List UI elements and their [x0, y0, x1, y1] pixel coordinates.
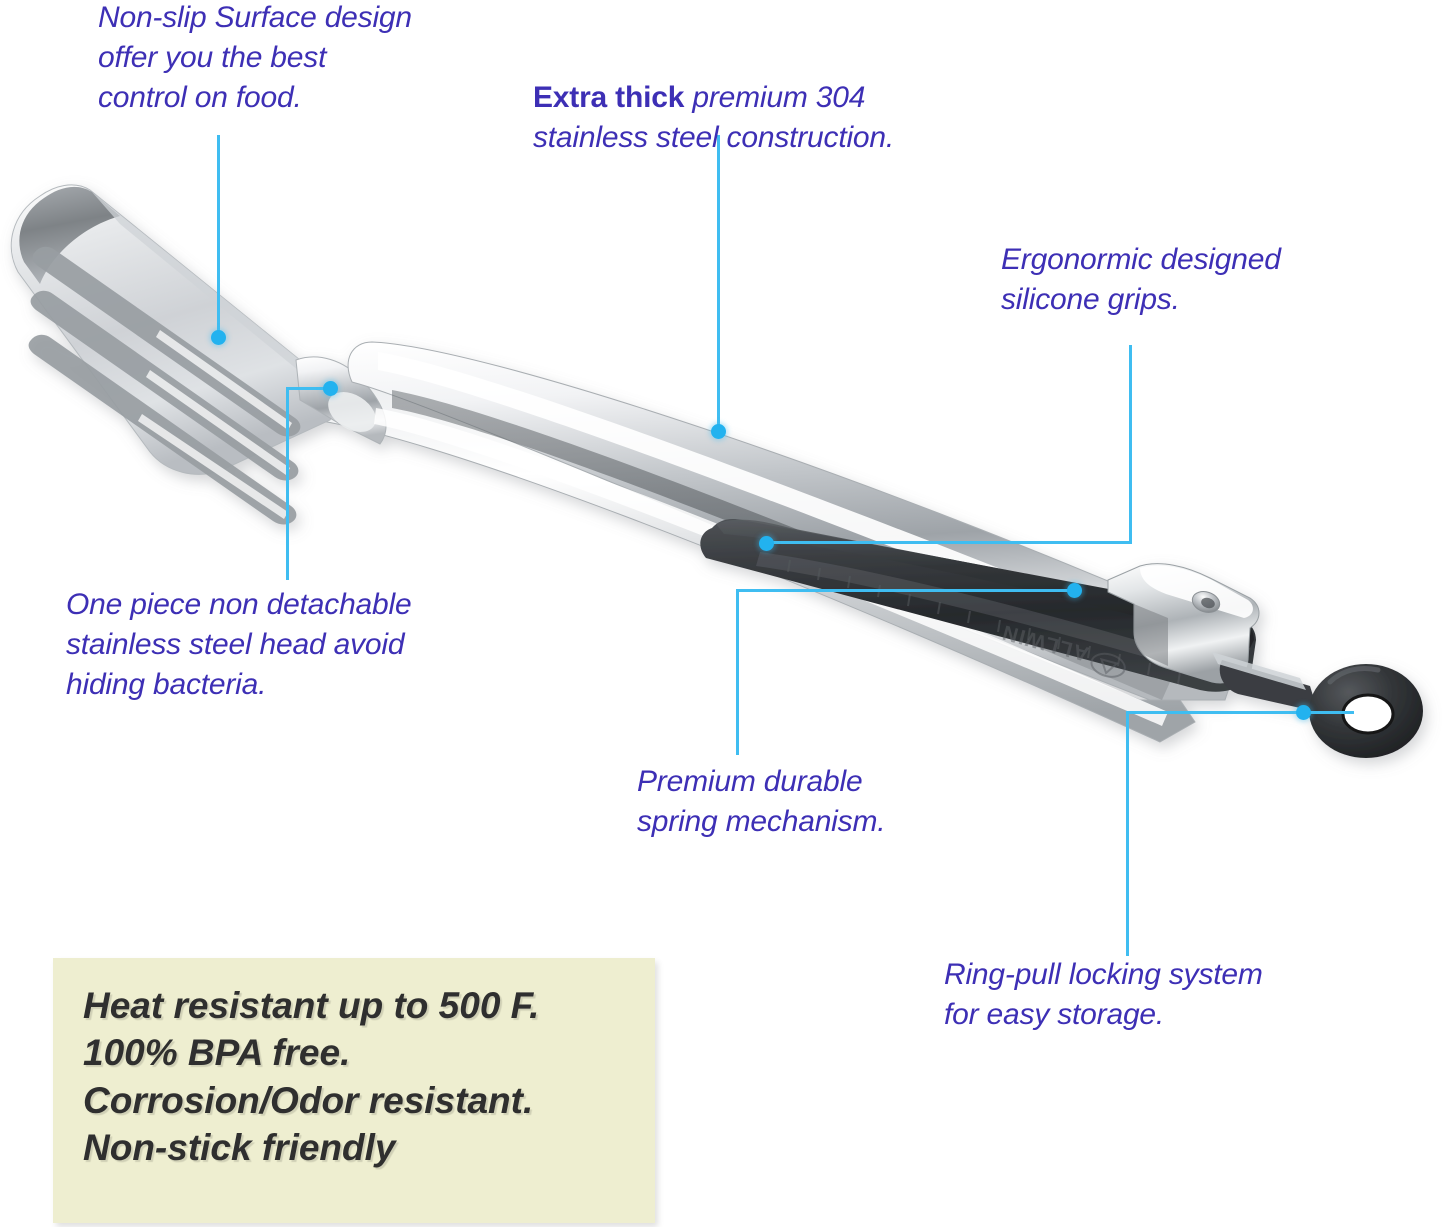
callout-non-slip-surface: Non-slip Surface design offer you the be…	[98, 1, 412, 114]
leader-line-spring-horizontal	[736, 589, 1074, 592]
tongs-blade-upper-facet	[92, 192, 352, 398]
tongs-neck	[295, 356, 387, 445]
callout-extra-thick: Extra thick premium 304 stainless steel …	[533, 38, 1003, 158]
rivet-icon	[1191, 591, 1221, 613]
leader-dot-one-piece	[323, 381, 338, 396]
leader-line-one-piece-horizontal	[287, 387, 329, 390]
callout-extra-thick-rest: premium 304 stainless steel construction…	[533, 80, 895, 154]
feature-highlight-box: Heat resistant up to 500 F. 100% BPA fre…	[53, 958, 655, 1223]
svg-text:ALLWIN: ALLWIN	[999, 620, 1091, 665]
locking-clip	[1107, 563, 1260, 684]
tongs-blade-top-edge	[19, 186, 121, 284]
tongs-head-blade	[10, 184, 353, 475]
leader-line-one-piece-vertical	[286, 387, 289, 580]
silicone-grip-top-facet	[716, 519, 1254, 648]
leader-line-non-slip	[217, 135, 220, 340]
leader-dot-ring-pull	[1296, 705, 1311, 720]
silicone-grip	[700, 518, 1256, 692]
leader-line-ring-pull-vertical	[1126, 711, 1129, 956]
pull-tab-arm-steel	[1212, 652, 1306, 690]
silicone-grip-sheen	[756, 552, 1216, 676]
brand-logo-emboss: ALLWIN	[999, 620, 1126, 678]
leader-line-ergonomic-horizontal	[766, 541, 1132, 544]
callout-spring-mechanism: Premium durable spring mechanism.	[637, 765, 886, 838]
locking-clip-shadow-lip	[1134, 604, 1168, 666]
leader-line-ring-pull-horizontal	[1126, 711, 1354, 714]
silicone-grip-ribs	[787, 559, 1181, 685]
tongs-blade-slot-highlights	[138, 330, 292, 519]
leader-line-ergonomic-vertical	[1129, 345, 1132, 543]
feature-highlight-text: Heat resistant up to 500 F. 100% BPA fre…	[83, 985, 540, 1169]
rivet-inner	[1201, 597, 1215, 609]
callout-one-piece-head: One piece non detachable stainless steel…	[66, 588, 412, 701]
callout-ring-pull: Ring-pull locking system for easy storag…	[944, 958, 1263, 1031]
callout-extra-thick-lead: Extra thick	[533, 80, 685, 114]
leader-dot-ergonomic	[759, 536, 774, 551]
leader-dot-spring	[1067, 583, 1082, 598]
locking-clip-upper-face	[1140, 565, 1253, 618]
leader-dot-non-slip	[211, 330, 226, 345]
leader-line-spring-vertical	[736, 589, 739, 755]
tongs-blade-slots	[28, 246, 301, 525]
callout-ergonomic-grips: Ergonormic designed silicone grips.	[1001, 243, 1281, 316]
leader-dot-extra-thick	[711, 424, 726, 439]
leader-line-extra-thick	[717, 135, 720, 431]
